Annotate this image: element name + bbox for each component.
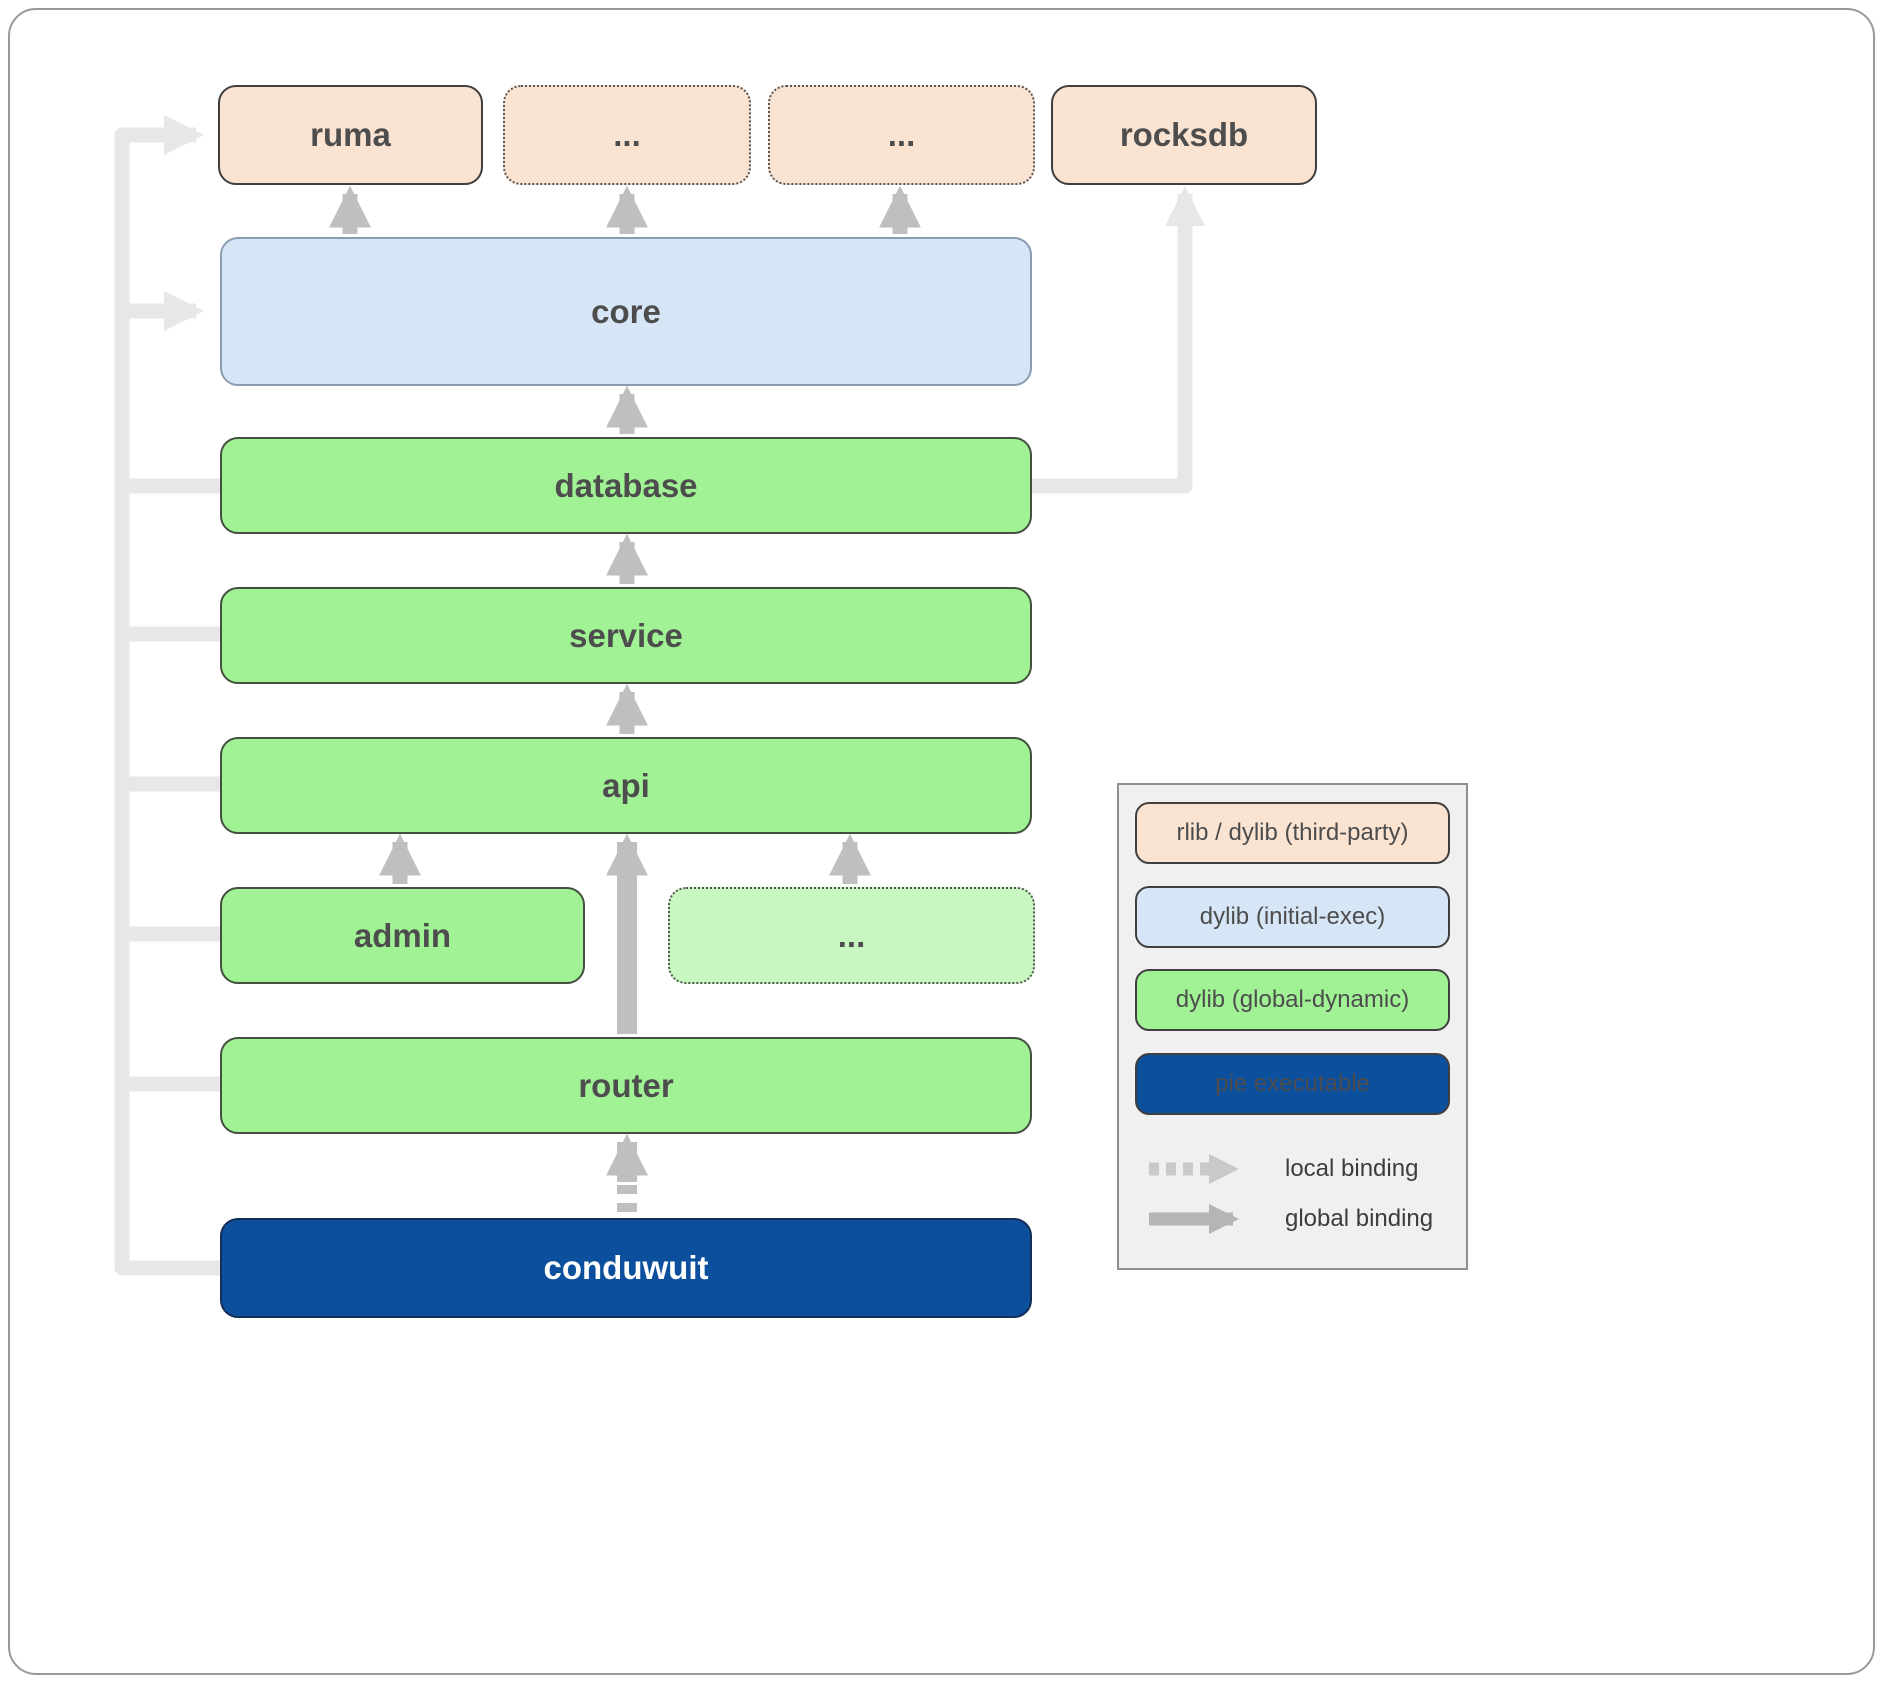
node-third-party-dots-2: ...: [768, 85, 1035, 185]
legend-global-binding: global binding: [1145, 1199, 1433, 1239]
local-binding-label: local binding: [1285, 1155, 1419, 1182]
node-ruma: ruma: [218, 85, 483, 185]
node-rocksdb-label: rocksdb: [1119, 116, 1249, 153]
global-binding-arrow-icon: [1149, 1204, 1239, 1234]
node-database-label: database: [554, 466, 698, 504]
node-admin-label: admin: [353, 916, 452, 954]
node-service: service: [220, 587, 1032, 684]
node-database: database: [220, 437, 1032, 534]
legend-pie-executable-label: pie executable: [1215, 1070, 1370, 1097]
legend: rlib / dylib (third-party) dylib (initia…: [1117, 783, 1468, 1270]
legend-item-pie-executable: pie executable: [1135, 1053, 1450, 1115]
legend-local-binding: local binding: [1145, 1149, 1418, 1189]
node-router: router: [220, 1037, 1032, 1134]
legend-item-global-dynamic: dylib (global-dynamic): [1135, 969, 1450, 1031]
node-service-label: service: [569, 616, 683, 654]
legend-global-dynamic-label: dylib (global-dynamic): [1175, 986, 1410, 1013]
node-core: core: [220, 237, 1032, 386]
legend-item-initial-exec: dylib (initial-exec): [1135, 886, 1450, 948]
node-ruma-label: ruma: [310, 116, 391, 153]
local-binding-arrow-icon: [1149, 1154, 1239, 1184]
node-router-label: router: [578, 1066, 674, 1104]
node-admin: admin: [220, 887, 585, 984]
node-api-label: api: [602, 766, 650, 804]
node-conduwuit-label: conduwuit: [543, 1249, 709, 1286]
node-api: api: [220, 737, 1032, 834]
node-rocksdb: rocksdb: [1051, 85, 1317, 185]
global-binding-label: global binding: [1285, 1205, 1434, 1232]
node-third-party-dots-1: ...: [503, 85, 751, 185]
node-conduwuit: conduwuit: [220, 1218, 1032, 1318]
legend-third-party-label: rlib / dylib (third-party): [1176, 819, 1409, 846]
node-core-label: core: [591, 292, 661, 330]
node-dots-1-label: ...: [613, 116, 641, 153]
node-dots-2-label: ...: [887, 116, 916, 153]
node-mid-dots-label: ...: [837, 916, 866, 954]
legend-initial-exec-label: dylib (initial-exec): [1199, 903, 1386, 930]
node-mid-dots: ...: [668, 887, 1035, 984]
legend-item-third-party: rlib / dylib (third-party): [1135, 802, 1450, 864]
